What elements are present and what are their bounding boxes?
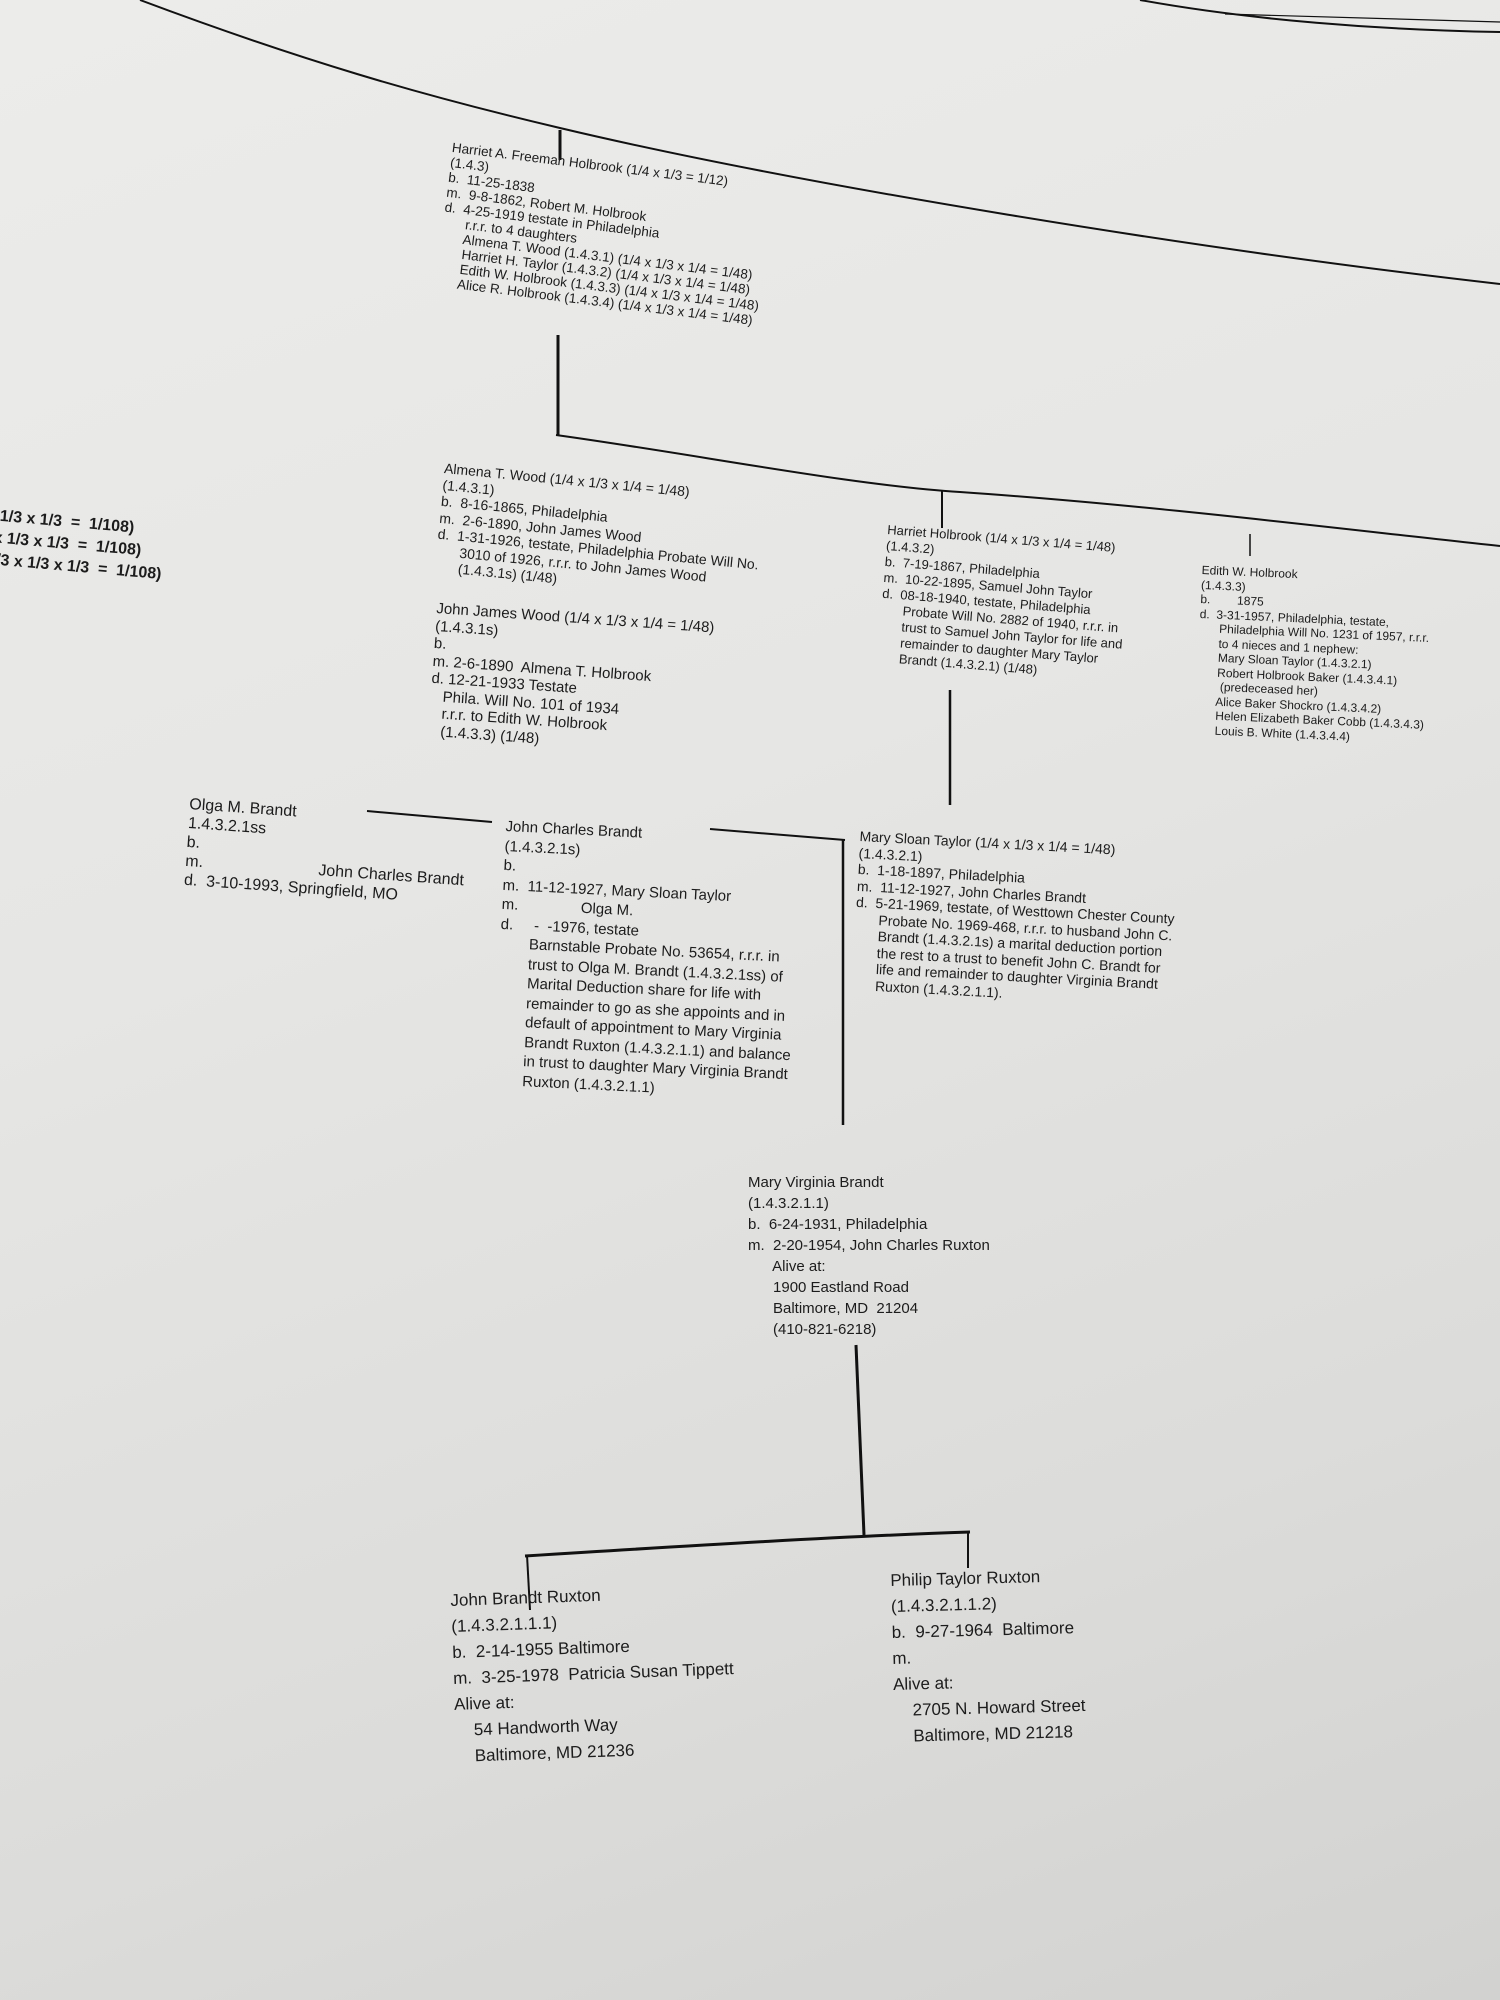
text-line: Alive at: — [748, 1258, 826, 1275]
text-line: 1900 Eastland Road — [748, 1279, 909, 1296]
text-line: (1.4.3.2.1.1) — [748, 1195, 829, 1212]
text-line: m. 2-20-1954, John Charles Ruxton — [748, 1237, 990, 1254]
person-john-james-wood: John James Wood (1/4 x 1/3 x 1/4 = 1/48)… — [427, 600, 715, 759]
top-right-line — [1139, 0, 1500, 33]
top-branch-line — [139, 0, 1500, 285]
text-line: b. 9-27-1964 Baltimore — [891, 1618, 1075, 1642]
grandchildren-branch — [524, 1530, 971, 1558]
daughters-branch-line — [555, 434, 1500, 547]
text-line: Baltimore, MD 21218 — [894, 1722, 1074, 1746]
text-line: (410-821-6218) — [748, 1321, 877, 1338]
person-philip-taylor-ruxton: Philip Taylor Ruxton(1.4.3.2.1.1.2)b. 9-… — [890, 1563, 1087, 1750]
text-line: Baltimore, MD 21204 — [748, 1300, 919, 1317]
cut-off-fractions: 1/3 x 1/3 = 1/108) x 1/3 x 1/3 = 1/108)1… — [0, 505, 166, 586]
person-john-brandt-ruxton: John Brandt Ruxton(1.4.3.2.1.1.1)b. 2-14… — [450, 1578, 737, 1770]
person-mary-sloan-taylor: Mary Sloan Taylor (1/4 x 1/3 x 1/4 = 1/4… — [851, 828, 1178, 1009]
top-right-line-2 — [1224, 13, 1500, 23]
person-john-charles-brandt: John Charles Brandt(1.4.3.2.1s)b.m. 11-1… — [493, 817, 802, 1104]
person-mary-virginia-brandt: Mary Virginia Brandt (1.4.3.2.1.1) b. 6-24… — [748, 1172, 990, 1340]
olga-jcb-marriage-line — [366, 810, 493, 823]
text-line: b. 6-24-1931, Philadelphia — [748, 1216, 928, 1233]
jcb-mst-marriage-line — [709, 828, 846, 841]
person-harriet-holbrook: Harriet Holbrook (1/4 x 1/3 x 1/4 = 1/48… — [877, 522, 1131, 685]
text-line: Mary Virginia Brandt — [748, 1174, 884, 1191]
mvb-stem — [854, 1344, 866, 1536]
jbr-stem — [526, 1554, 531, 1611]
